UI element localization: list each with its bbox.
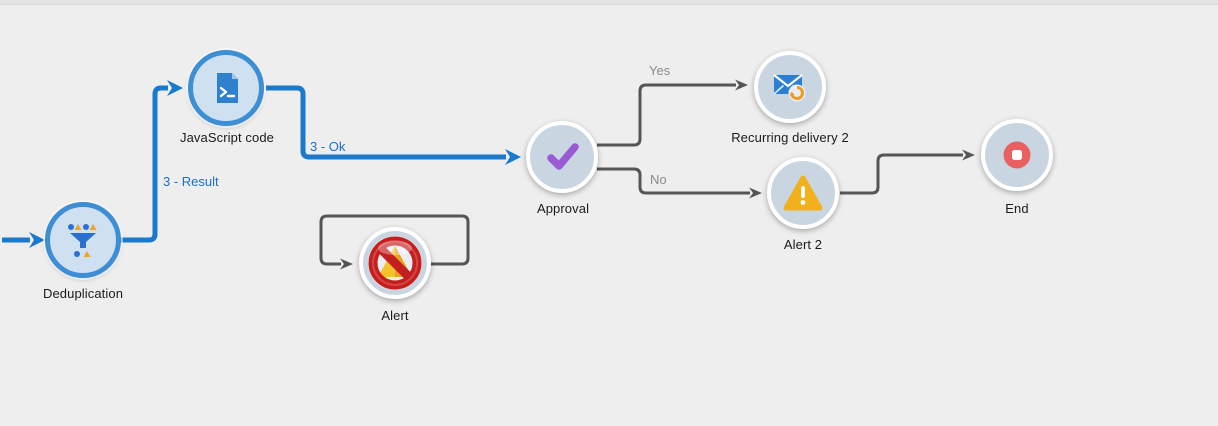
transition-alert2-to-end[interactable] — [840, 149, 975, 195]
node-alert[interactable] — [359, 227, 431, 299]
node-label-alert: Alert — [381, 308, 409, 323]
transition-label-ok[interactable]: 3 - Ok — [310, 139, 346, 154]
approval-check-icon — [547, 143, 579, 170]
transition-label-yes[interactable]: Yes — [649, 63, 671, 78]
transition-label-result[interactable]: 3 - Result — [163, 174, 219, 189]
transition-javascript-code-to-approval[interactable] — [266, 85, 521, 165]
deduplication-funnel-icon — [68, 224, 97, 257]
node-label-approval: Approval — [536, 201, 590, 216]
stop-icon — [1003, 141, 1031, 169]
transition-label-no[interactable]: No — [650, 172, 667, 187]
recurring-delivery-icon — [773, 74, 806, 102]
node-label-end: End — [1005, 201, 1029, 216]
transition-alert-self-loop[interactable] — [319, 214, 470, 270]
transition-deduplication-to-javascript-code[interactable] — [119, 80, 183, 243]
transition-approval-yes[interactable] — [597, 79, 748, 147]
node-recurring-delivery-2[interactable] — [754, 51, 826, 123]
node-label-alert-2: Alert 2 — [783, 237, 823, 252]
node-label-deduplication: Deduplication — [42, 286, 124, 301]
alert-forbidden-icon — [368, 236, 422, 290]
node-label-recurring-delivery-2: Recurring delivery 2 — [731, 130, 849, 145]
node-approval[interactable] — [526, 121, 598, 193]
node-deduplication[interactable] — [45, 202, 121, 278]
node-alert-2[interactable] — [767, 157, 839, 229]
warning-triangle-icon — [783, 175, 823, 211]
node-label-javascript-code: JavaScript code — [180, 130, 274, 145]
node-end[interactable] — [981, 119, 1053, 191]
javascript-code-icon — [217, 73, 238, 103]
transition-approval-no[interactable] — [597, 167, 762, 199]
canvas-top-border — [0, 0, 1218, 5]
node-javascript-code[interactable] — [188, 50, 264, 126]
